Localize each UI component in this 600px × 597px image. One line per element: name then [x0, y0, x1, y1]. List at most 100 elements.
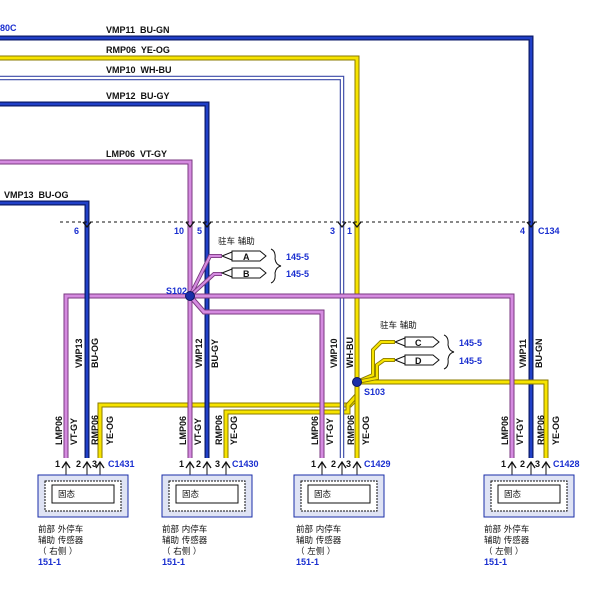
wire-vmp10 — [0, 75, 345, 458]
sensor2-pin-numbers: 1 2 3 — [179, 459, 220, 469]
parking-aid-label-left: 驻车 辅助 — [218, 236, 255, 247]
svg-text:YE-OG: YE-OG — [105, 416, 115, 445]
svg-text:2: 2 — [196, 459, 201, 469]
splice-label-s103: S103 — [364, 387, 385, 397]
sensor3-wire-labels: LMP06 VT-GY RMP06 YE-OG — [310, 415, 371, 445]
svg-text:1: 1 — [179, 459, 184, 469]
vlabel-bu-og: BU-OG — [90, 338, 100, 368]
svg-text:VT-GY: VT-GY — [193, 418, 203, 445]
svg-text:VT-GY: VT-GY — [69, 418, 79, 445]
svg-text:LMP06: LMP06 — [310, 416, 320, 445]
sensor2-desc: 前部 内停车 辅助 传感器 （ 右侧 ） 151-1 — [162, 524, 208, 567]
sensor-c1430 — [161, 474, 253, 518]
sensor4-desc: 前部 外停车 辅助 传感器 （ 左侧 ） 151-1 — [484, 524, 530, 567]
plug-d — [393, 354, 440, 366]
sensor1-desc: 前部 外停车 辅助 传感器 （ 右侧 ） 151-1 — [38, 524, 84, 567]
sensor4-pin-numbers: 1 2 3 — [501, 459, 540, 469]
svg-text:3: 3 — [92, 459, 97, 469]
svg-text:RMP06: RMP06 — [90, 415, 100, 445]
sensor-pin-arrows — [61, 460, 551, 469]
svg-text:前部 外停车: 前部 外停车 — [38, 524, 83, 535]
svg-text:1: 1 — [501, 459, 506, 469]
plug-c — [393, 336, 440, 348]
svg-text:RMP06: RMP06 — [214, 415, 224, 445]
svg-text:LMP06: LMP06 — [178, 416, 188, 445]
wire-vmp11 — [0, 35, 534, 458]
sensor4-wire-labels: LMP06 VT-GY RMP06 YE-OG — [500, 415, 561, 445]
c134-pin-3: 3 — [330, 226, 335, 236]
svg-text:RMP06: RMP06 — [346, 415, 356, 445]
splice-label-s102: S102 — [166, 286, 187, 296]
svg-text:（ 左侧 ）: （ 左侧 ） — [296, 546, 335, 557]
plug-a — [220, 250, 267, 262]
wire-label-lmp06: LMP06 VT-GY — [106, 149, 167, 159]
sensor1-body: 固态 — [58, 489, 76, 500]
sensor1-wire-labels: LMP06 VT-GY RMP06 YE-OG — [54, 415, 115, 445]
wire-label-vmp11: VMP11 BU-GN — [106, 25, 170, 35]
sensor2-wire-labels: LMP06 VT-GY RMP06 YE-OG — [178, 415, 239, 445]
svg-text:151-1: 151-1 — [296, 557, 319, 567]
svg-text:辅助 传感器: 辅助 传感器 — [162, 535, 208, 546]
parking-aid-ref-d: 145-5 — [459, 356, 482, 366]
svg-text:前部 内停车: 前部 内停车 — [296, 524, 341, 535]
sensor3-desc: 前部 内停车 辅助 传感器 （ 左侧 ） 151-1 — [296, 524, 342, 567]
svg-text:（ 右侧 ）: （ 右侧 ） — [162, 546, 201, 557]
wire-vmp12 — [0, 101, 210, 458]
svg-text:YE-OG: YE-OG — [551, 416, 561, 445]
sensor1-pin-numbers: 1 2 3 — [55, 459, 97, 469]
plug-c-letter: C — [415, 338, 422, 348]
svg-text:1: 1 — [55, 459, 60, 469]
svg-text:3: 3 — [535, 459, 540, 469]
svg-text:（ 左侧 ）: （ 左侧 ） — [484, 546, 523, 557]
svg-text:151-1: 151-1 — [38, 557, 61, 567]
wire-label-rmp06: RMP06 YE-OG — [106, 45, 170, 55]
corner-label: 80C — [0, 23, 17, 33]
plug-d-letter: D — [415, 356, 422, 366]
splice-s103 — [352, 377, 362, 387]
splice-s102 — [185, 291, 195, 301]
brace-left — [270, 248, 282, 284]
sensor-c1428 — [483, 474, 575, 518]
svg-text:YE-OG: YE-OG — [361, 416, 371, 445]
plug-b — [220, 267, 267, 279]
sensor3-body: 固态 — [314, 489, 332, 500]
vlabel-wh-bu: WH-BU — [345, 337, 355, 368]
c134-pin-5: 5 — [197, 226, 202, 236]
svg-text:2: 2 — [520, 459, 525, 469]
sensor-c1431 — [37, 474, 129, 518]
c134-pin-6: 6 — [74, 226, 79, 236]
wire-rmp06-branches — [223, 340, 549, 458]
plug-b-letter: B — [243, 269, 250, 279]
svg-text:LMP06: LMP06 — [500, 416, 510, 445]
vlabel-vmp11: VMP11 — [518, 339, 528, 368]
svg-text:151-1: 151-1 — [162, 557, 185, 567]
svg-text:（ 右侧 ）: （ 右侧 ） — [38, 546, 77, 557]
svg-text:3: 3 — [215, 459, 220, 469]
svg-text:2: 2 — [331, 459, 336, 469]
svg-text:3: 3 — [346, 459, 351, 469]
sensor-c1429 — [293, 474, 385, 518]
connector-c1429: C1429 — [364, 459, 391, 469]
svg-text:辅助 传感器: 辅助 传感器 — [484, 535, 530, 546]
svg-text:VT-GY: VT-GY — [325, 418, 335, 445]
wire-label-vmp13: VMP13 BU-OG — [4, 190, 69, 200]
svg-text:1: 1 — [311, 459, 316, 469]
parking-aid-ref-b: 145-5 — [286, 269, 309, 279]
svg-text:LMP06: LMP06 — [54, 416, 64, 445]
parking-aid-ref-c: 145-5 — [459, 338, 482, 348]
c134-pin-10: 10 — [174, 226, 184, 236]
plug-a-letter: A — [243, 252, 250, 262]
sensor2-body: 固态 — [182, 489, 200, 500]
parking-aid-label-right: 驻车 辅助 — [380, 320, 417, 331]
svg-text:VT-GY: VT-GY — [515, 418, 525, 445]
sensor3-pin-numbers: 1 2 3 — [311, 459, 351, 469]
c134-pin-4: 4 — [520, 226, 525, 236]
svg-text:辅助 传感器: 辅助 传感器 — [296, 535, 342, 546]
vlabel-vmp13: VMP13 — [74, 338, 84, 368]
svg-text:前部 内停车: 前部 内停车 — [162, 524, 207, 535]
parking-aid-ref-a: 145-5 — [286, 252, 309, 262]
vlabel-vmp10: VMP10 — [329, 338, 339, 368]
wire-vmp13 — [0, 200, 90, 458]
brace-right — [443, 334, 455, 370]
